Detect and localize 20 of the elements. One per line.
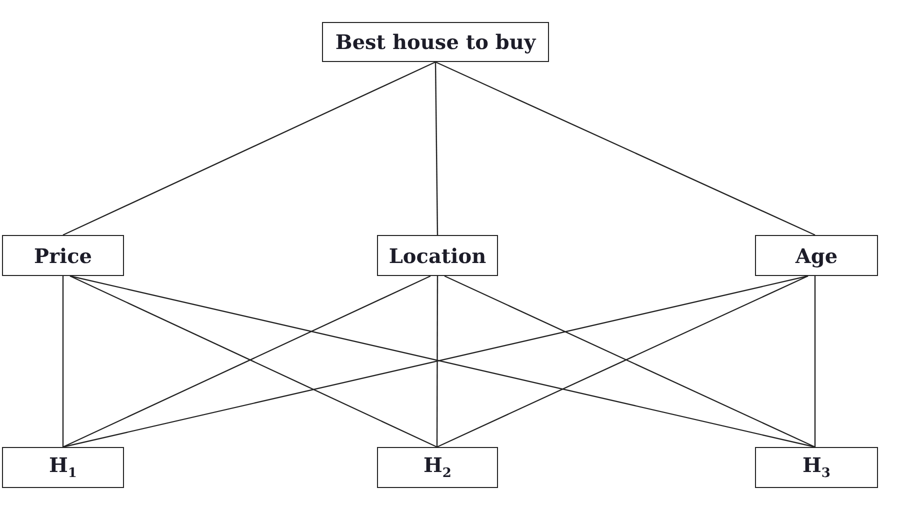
- criterion-box: [755, 235, 878, 276]
- connector-line: [814, 276, 816, 447]
- connector-line: [436, 276, 438, 447]
- alternative-box: [755, 447, 878, 488]
- box-label: H$_{3}$: [802, 454, 830, 482]
- box-label: H$_{2}$: [424, 454, 452, 482]
- connector-line: [434, 62, 438, 235]
- box-label: Price: [34, 244, 92, 266]
- box-label: Location: [388, 244, 486, 266]
- goal-box: [322, 22, 549, 62]
- alternative-box: [377, 447, 498, 488]
- box-label: Age: [795, 244, 838, 266]
- box-label: H$_{1}$: [49, 454, 77, 482]
- alternative-box: [2, 447, 124, 488]
- box-label: Best house to buy: [335, 31, 536, 53]
- criterion-box: [2, 235, 124, 276]
- connector-line: [62, 276, 64, 447]
- connector-line: [435, 61, 816, 236]
- criterion-box: [377, 235, 498, 276]
- connector-line: [62, 61, 436, 236]
